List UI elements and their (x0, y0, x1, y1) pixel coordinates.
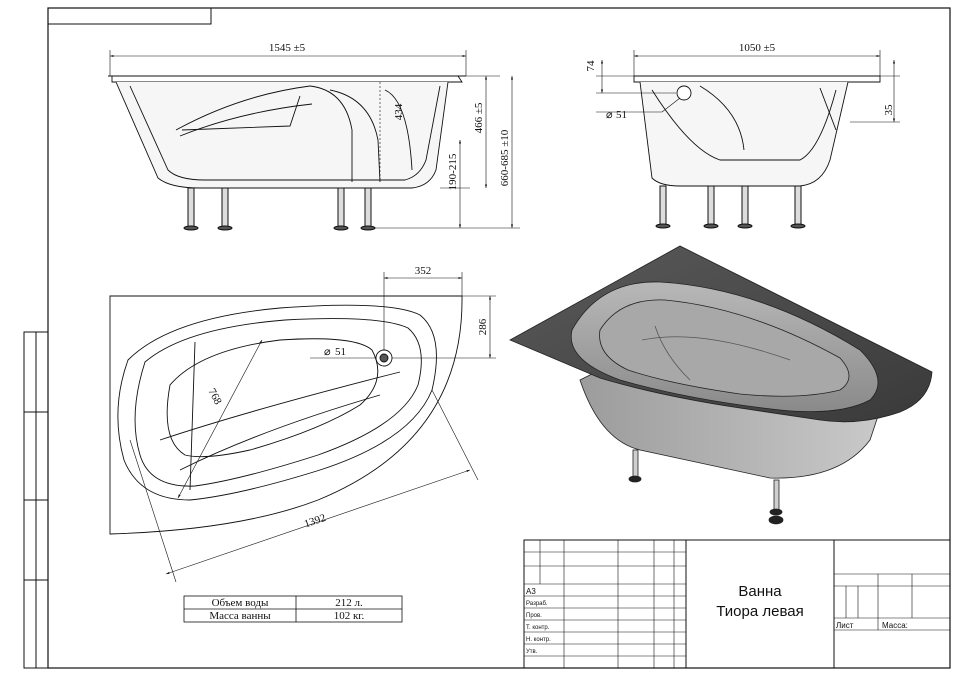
dim-side-rim-side: 35 (883, 104, 895, 116)
dim-side-drain-symbol: ⌀ (606, 109, 613, 121)
dim-side-drain: 51 (616, 109, 627, 121)
title-name-line2: Тиора левая (716, 603, 803, 620)
dim-front-width: 1545 ±5 (269, 42, 306, 54)
isometric-view (509, 245, 933, 525)
top-view (109, 272, 496, 583)
front-view (108, 50, 520, 231)
title-row-approved: Утв. (526, 649, 538, 655)
title-format: А3 (526, 587, 536, 596)
front-legs (183, 187, 376, 231)
side-view (596, 50, 900, 229)
title-block (523, 539, 951, 669)
spec-value-mass: 102 кг. (334, 610, 365, 622)
dim-front-total-height: 660-685 ±10 (499, 129, 511, 186)
binding-strip (23, 331, 49, 669)
spec-label-volume: Объем воды (212, 597, 269, 609)
dim-side-width: 1050 ±5 (739, 42, 776, 54)
title-name-line1: Ванна (738, 583, 782, 600)
spec-label-mass: Масса ванны (209, 610, 271, 622)
dim-side-rim-top: 74 (585, 60, 597, 72)
spec-table (183, 595, 403, 623)
dim-top-corner-depth: 286 (477, 318, 489, 335)
title-row-checked: Пров. (526, 613, 542, 619)
dim-front-leg-height: 190-215 (447, 153, 459, 190)
spec-value-volume: 212 л. (335, 597, 363, 609)
dim-top-drain: 51 (335, 346, 346, 358)
dim-front-rim-height: 466 ±5 (473, 102, 485, 133)
dim-front-depth: 434 (393, 103, 405, 120)
dim-top-inner-length: 1392 (303, 512, 328, 531)
title-sheet-label: Лист (836, 621, 854, 630)
title-row-developed: Разраб. (526, 601, 548, 607)
dim-top-drain-symbol: ⌀ (324, 346, 331, 358)
side-legs (655, 185, 806, 229)
title-row-norm-control: Н. контр. (526, 637, 551, 643)
title-row-tech-control: Т. контр. (526, 625, 550, 631)
title-mass-label: Масса: (882, 621, 908, 630)
dim-top-offset: 352 (415, 265, 432, 277)
